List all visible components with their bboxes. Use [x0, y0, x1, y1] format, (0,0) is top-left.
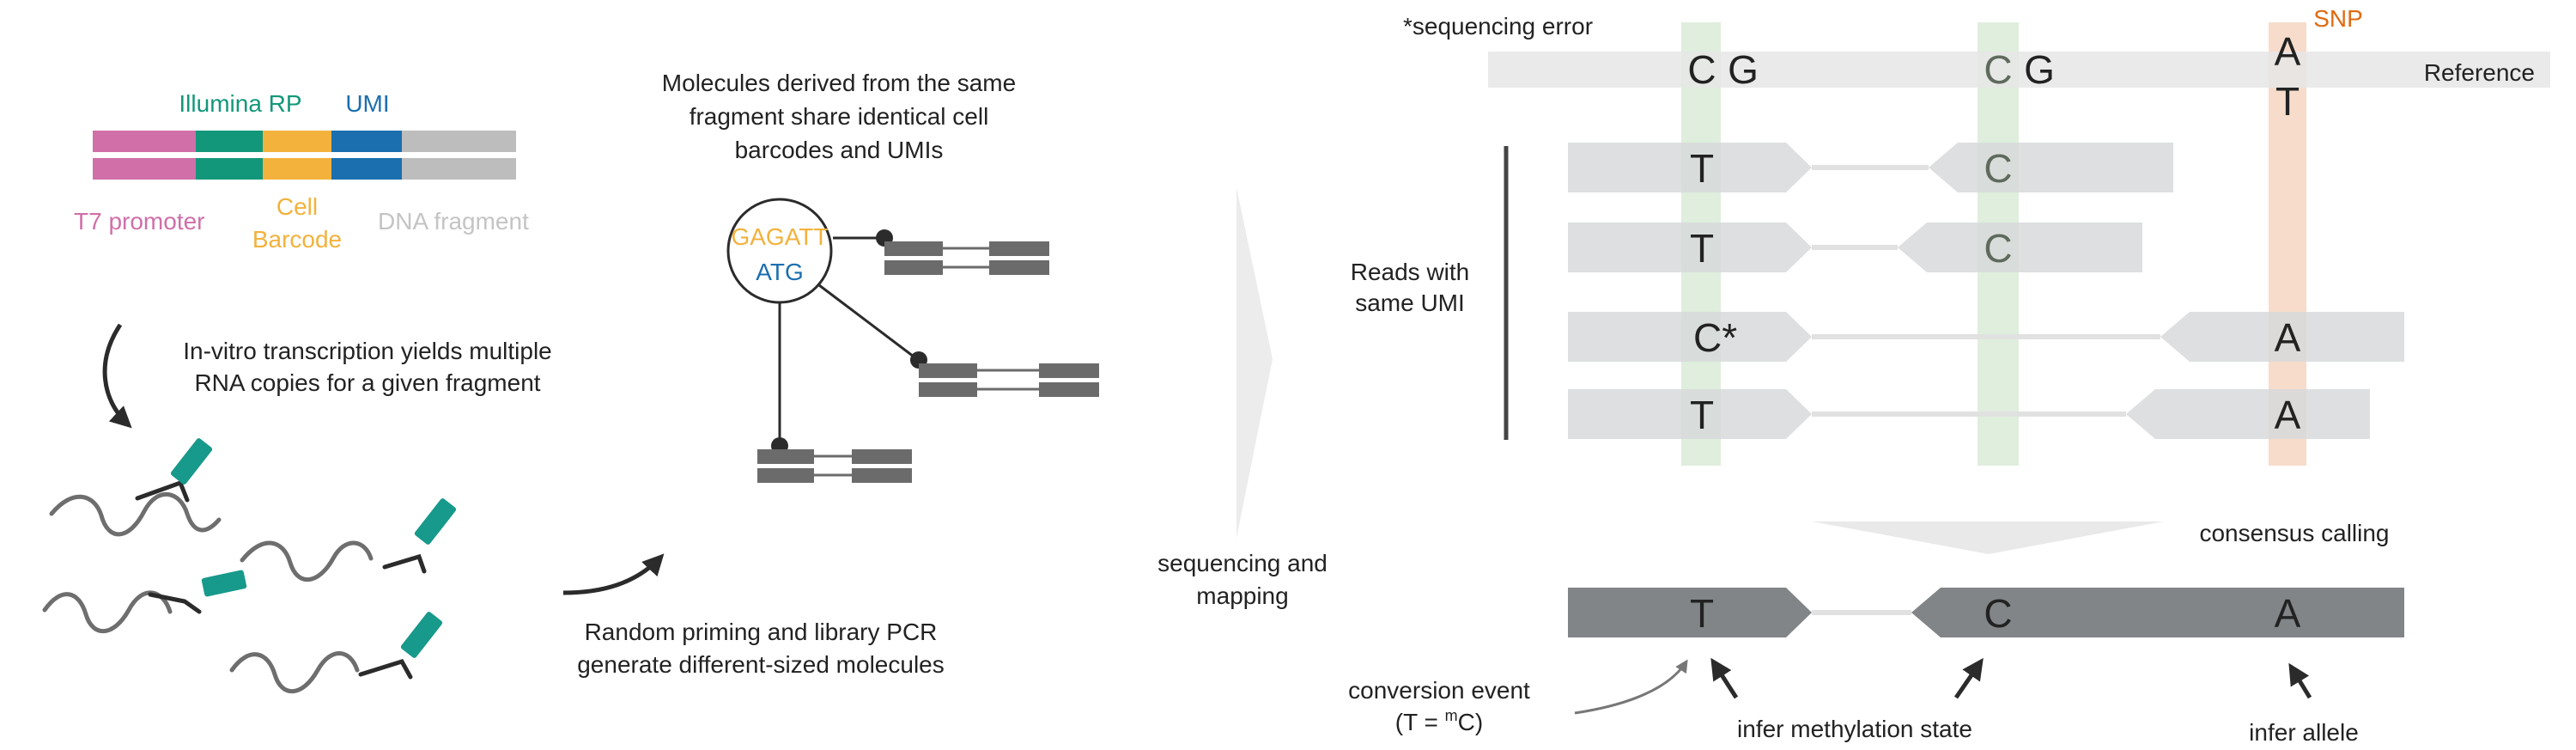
- t7-promoter-segment-bottom: [93, 158, 196, 180]
- methylation-arrow-2: [1953, 657, 1984, 699]
- methylation-label: infer methylation state: [1737, 716, 1972, 742]
- read-4-left-base: T: [1690, 393, 1714, 437]
- rna-copies: [42, 438, 457, 694]
- consensus-chevron: [1812, 521, 2164, 554]
- ref-base-c2: C: [1984, 47, 2012, 92]
- barcode-label: Barcode: [252, 226, 342, 253]
- illumina-rp-segment-top: [196, 131, 263, 152]
- cell-barcode-segment-top: [263, 131, 331, 152]
- read-3: C* A: [1568, 312, 2404, 362]
- consensus-read: T C A: [1568, 588, 2404, 637]
- read-4: T A: [1568, 389, 2370, 439]
- allele-label: infer allele: [2249, 719, 2359, 746]
- panel2-bottom-line2: generate different-sized molecules: [577, 651, 945, 678]
- molecule: [876, 229, 1049, 275]
- umi-label: UMI: [345, 90, 389, 117]
- rna-copy: [49, 438, 222, 537]
- consensus-middle-base: C: [1984, 591, 2012, 636]
- read-2-left-base: T: [1690, 226, 1714, 271]
- reference-label: Reference: [2424, 59, 2535, 86]
- rna-copy: [42, 570, 247, 634]
- transition-text-line2: mapping: [1196, 582, 1288, 609]
- conversion-arrow: [1574, 659, 1688, 715]
- molecule: [910, 351, 1099, 397]
- pcr-arrow: [562, 553, 665, 595]
- rna-copy: [229, 612, 443, 694]
- dna-fragment-segment-bottom: [402, 158, 516, 180]
- allele-arrow: [2288, 662, 2312, 699]
- reads-label-line2: same UMI: [1355, 290, 1465, 316]
- reference-bar: [1488, 52, 2550, 88]
- panel2-title-line2: fragment share identical cell: [690, 103, 989, 130]
- t7-promoter-label: T7 promoter: [74, 208, 205, 235]
- consensus-right-base: A: [2275, 591, 2301, 636]
- panel2-bottom-line1: Random priming and library PCR: [585, 619, 938, 645]
- transition-chevron: [1236, 187, 1273, 538]
- ivt-text-line2: RNA copies for a given fragment: [194, 369, 540, 396]
- read-2-right-base: C: [1984, 226, 2012, 271]
- umi-segment-top: [331, 131, 402, 152]
- ivt-arrow: [102, 323, 132, 429]
- node-barcode-text: GAGATT: [731, 223, 828, 250]
- consensus-label: consensus calling: [2199, 520, 2389, 546]
- construct-diagram: Illumina RP UMI T7 promoter Cell Barcode…: [74, 90, 529, 253]
- read-1-right-base: C: [1984, 146, 2012, 191]
- read-2: T C: [1568, 223, 2142, 272]
- reads-label-line1: Reads with: [1351, 259, 1470, 285]
- read-3-left-base: C*: [1693, 315, 1737, 360]
- illumina-rp-label: Illumina RP: [179, 90, 301, 117]
- transition-text-line1: sequencing and: [1157, 550, 1327, 576]
- ref-base-c1: C: [1687, 47, 1716, 92]
- methylation-arrow-1: [1710, 657, 1739, 699]
- barcode-umi-node: [726, 198, 833, 304]
- molecule-graph: GAGATT ATG: [726, 198, 1099, 483]
- rna-copy: [240, 498, 457, 582]
- read-1-left-base: T: [1690, 146, 1714, 191]
- cell-label: Cell: [276, 193, 318, 220]
- dna-fragment-label: DNA fragment: [378, 208, 529, 235]
- seq-error-note: *sequencing error: [1403, 13, 1593, 40]
- conversion-text-line1: conversion event: [1348, 677, 1530, 704]
- dna-fragment-segment-top: [402, 131, 516, 152]
- cell-barcode-segment-bottom: [263, 158, 331, 180]
- node-umi-text: ATG: [756, 259, 803, 285]
- panel2-title-line1: Molecules derived from the same: [662, 70, 1016, 96]
- ref-base-a: A: [2275, 29, 2301, 74]
- consensus-left-base: T: [1690, 591, 1714, 636]
- t7-promoter-segment-top: [93, 131, 196, 152]
- illumina-rp-segment-bottom: [196, 158, 263, 180]
- umi-segment-bottom: [331, 158, 402, 180]
- molecule: [757, 437, 912, 483]
- panel2-title-line3: barcodes and UMIs: [735, 137, 944, 163]
- ref-base-t: T: [2275, 79, 2300, 124]
- read-4-right-base: A: [2275, 393, 2301, 437]
- conversion-text-line2: (T = mC): [1395, 707, 1483, 735]
- ivt-text-line1: In-vitro transcription yields multiple: [183, 338, 552, 364]
- ref-base-g2: G: [2024, 47, 2055, 92]
- read-1: T C: [1568, 143, 2173, 192]
- snp-label: SNP: [2313, 5, 2363, 32]
- read-3-right-base: A: [2275, 315, 2301, 360]
- ref-base-g1: G: [1728, 47, 1759, 92]
